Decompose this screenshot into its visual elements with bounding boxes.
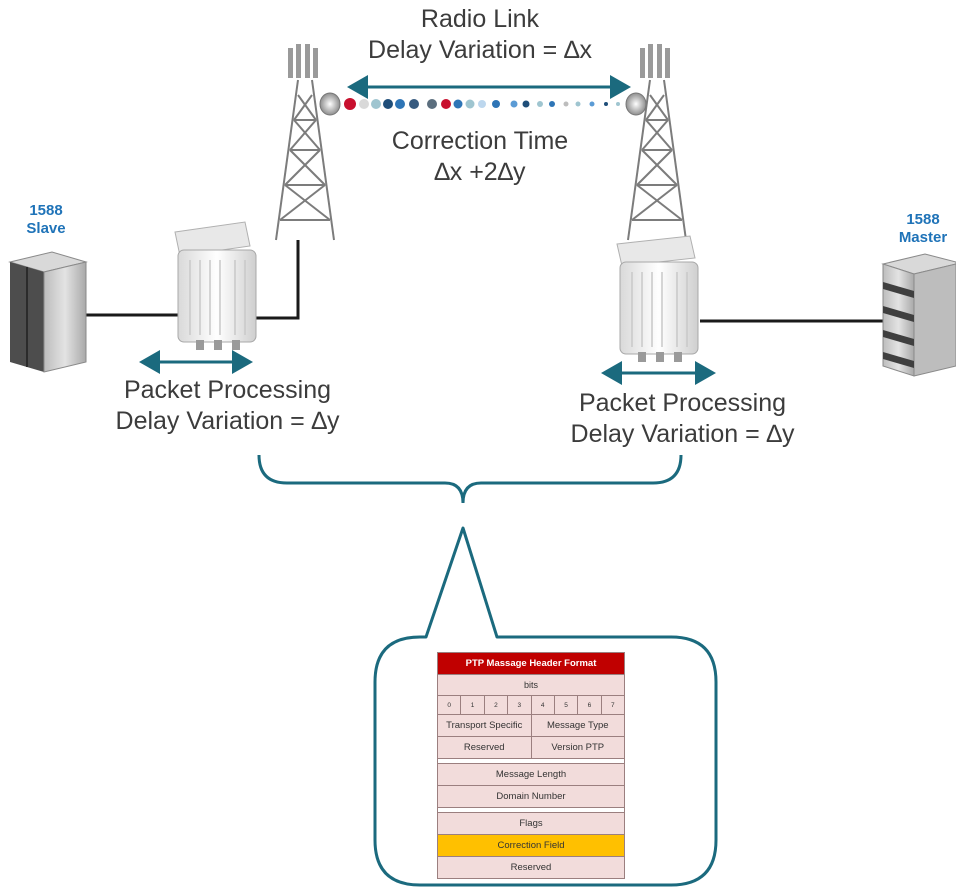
- correction-time-formula: ∆x +2∆y: [434, 158, 526, 186]
- slave-label-role: Slave: [26, 220, 66, 237]
- radio-link-label: Radio Link Delay Variation = ∆x: [340, 4, 620, 66]
- bit-number: 5: [553, 695, 579, 715]
- master-label-number: 1588: [906, 211, 940, 228]
- slave-label-number: 1588: [29, 202, 63, 219]
- bit-number: 3: [507, 695, 532, 715]
- left-odu-unit: [174, 221, 257, 350]
- bit-number: 1: [460, 695, 485, 715]
- message-type-field: Message Type: [530, 714, 625, 737]
- correction-time-label: Correction Time ∆x +2∆y: [360, 126, 600, 188]
- version-ptp-field: Version PTP: [530, 736, 625, 759]
- reserved-bottom-field: Reserved: [437, 856, 625, 879]
- bit-number: 2: [483, 695, 509, 715]
- reserved-top-field: Reserved: [437, 736, 532, 759]
- slave-label: 1588 Slave: [16, 202, 76, 238]
- right-odu-unit: [616, 235, 699, 362]
- bit-number: 6: [577, 695, 602, 715]
- correction-field: Correction Field: [437, 834, 625, 857]
- flags-field: Flags: [437, 812, 625, 835]
- right-processing-delay: Delay Variation = ∆y: [570, 420, 795, 448]
- grouping-brace: [257, 454, 683, 504]
- left-processing-title: Packet Processing: [123, 376, 332, 404]
- transport-specific-field: Transport Specific: [437, 714, 532, 737]
- slave-server: [8, 251, 88, 373]
- master-label: 1588 Master: [890, 211, 956, 247]
- correction-time-title: Correction Time: [391, 127, 569, 155]
- left-processing-label: Packet Processing Delay Variation = ∆y: [80, 375, 375, 437]
- bit-number: 7: [600, 695, 626, 715]
- master-label-role: Master: [898, 229, 948, 246]
- cables: [84, 240, 883, 323]
- ptp-header-title: PTP Massage Header Format: [437, 652, 625, 675]
- ptp-header-table: PTP Massage Header Format bits 0 1 2 3 4…: [436, 652, 626, 879]
- domain-number-field: Domain Number: [437, 785, 625, 808]
- radio-link-title: Radio Link: [420, 5, 540, 33]
- radio-link-delay: Delay Variation = ∆x: [368, 36, 592, 64]
- bits-label: bits: [437, 674, 625, 696]
- radio-wave-dots: [344, 98, 620, 110]
- master-server: [881, 253, 956, 377]
- left-processing-delay: Delay Variation = ∆y: [115, 407, 340, 435]
- bit-number: 4: [530, 695, 555, 715]
- left-tower: [275, 44, 341, 241]
- bit-number: 0: [436, 695, 462, 715]
- right-processing-title: Packet Processing: [578, 389, 787, 417]
- message-length-field: Message Length: [437, 763, 625, 786]
- right-tower: [625, 44, 687, 241]
- right-processing-label: Packet Processing Delay Variation = ∆y: [535, 388, 830, 450]
